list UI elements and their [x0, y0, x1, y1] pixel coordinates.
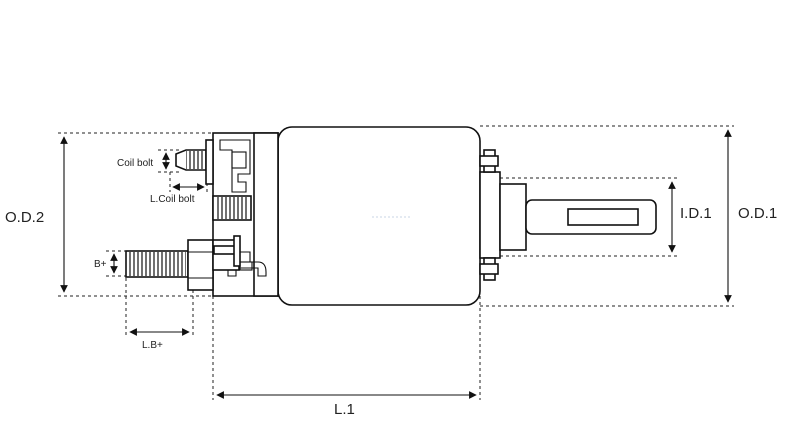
- solenoid-body: [125, 126, 657, 306]
- plunger-head: [499, 183, 527, 251]
- lb-label: L.B+: [142, 340, 163, 351]
- lcoil-label: L.Coil bolt: [150, 194, 195, 205]
- plunger-collar: [479, 171, 501, 259]
- plunger-slot: [567, 208, 639, 226]
- dimension-lines: [60, 129, 732, 399]
- coil-bolt-label: Coil bolt: [117, 158, 153, 169]
- coil-bolt-nut: [205, 139, 214, 185]
- main-cylinder: [277, 126, 481, 306]
- od2-label: O.D.2: [5, 209, 44, 226]
- od1-label: O.D.1: [738, 205, 777, 222]
- dimension-labels: O.D.2 O.D.1 I.D.1 L.1 L.B+ B+ Coil bolt …: [5, 158, 777, 418]
- bplus-nut: [187, 239, 214, 291]
- bplus-label: B+: [94, 259, 107, 270]
- l1-label: L.1: [334, 401, 355, 418]
- id1-label: I.D.1: [680, 205, 712, 222]
